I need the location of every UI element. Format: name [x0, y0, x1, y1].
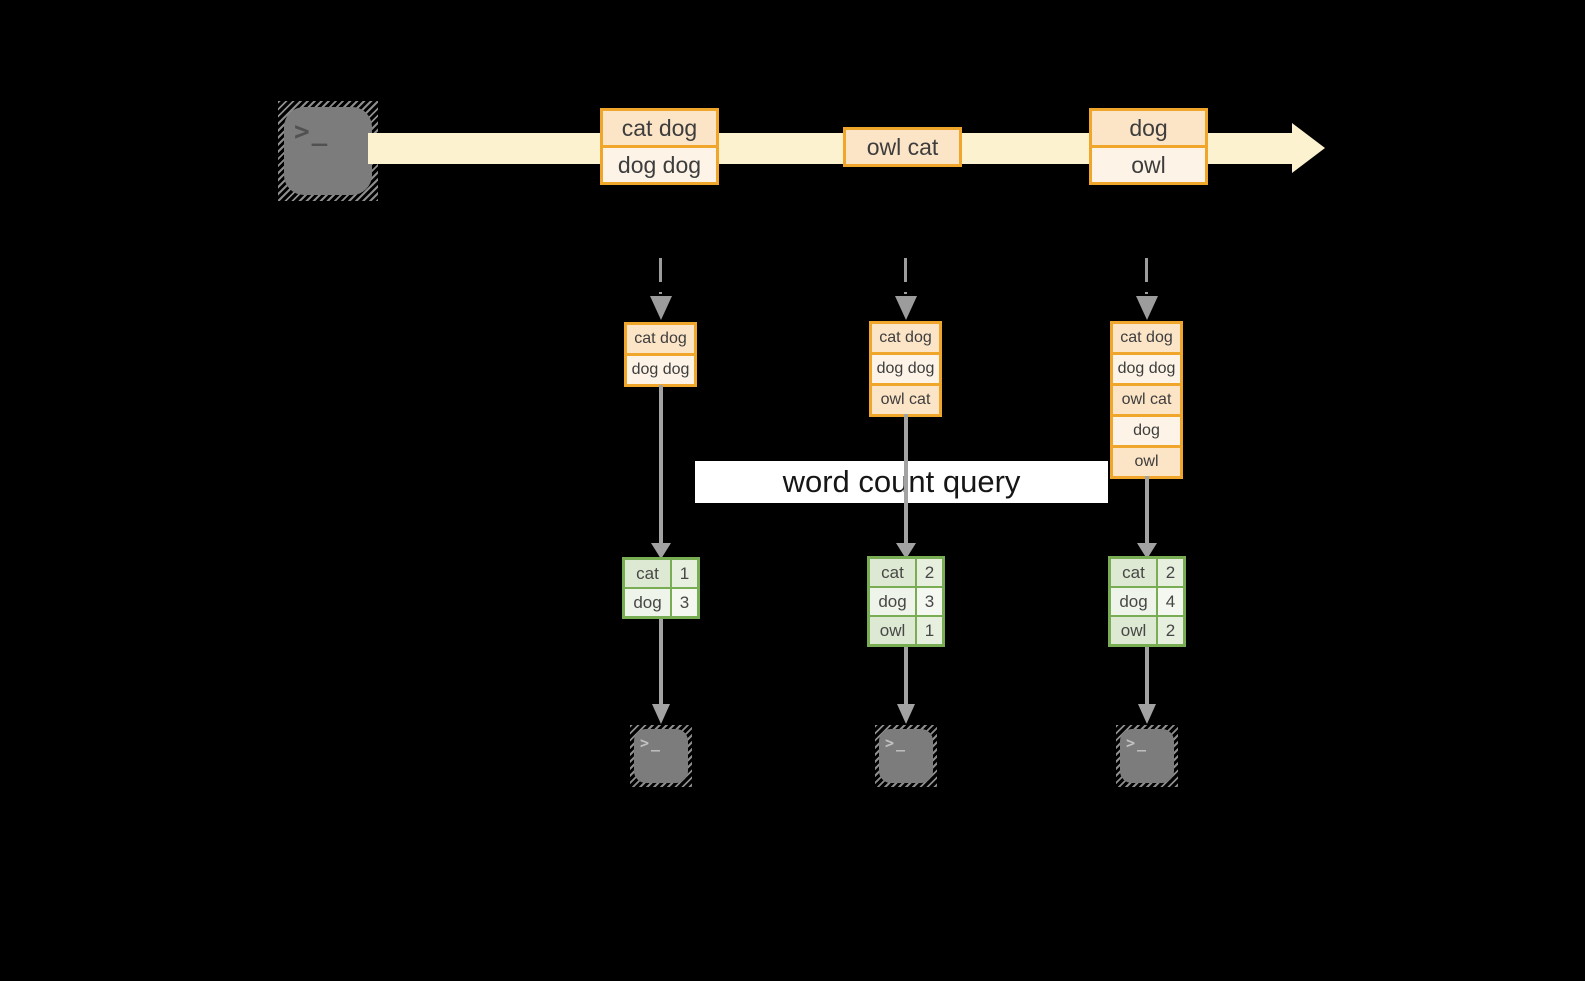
dashed-arrowhead-icon	[895, 296, 917, 320]
query-label-band: word count query	[695, 461, 1108, 503]
word-cell: dog	[625, 589, 670, 616]
table-row: owl 1	[870, 615, 942, 644]
word-count-table: cat 2 dog 4 owl 2	[1108, 556, 1186, 647]
stream-batch-cell: owl	[1092, 145, 1205, 182]
table-row: dog 3	[870, 586, 942, 615]
terminal-sink-icon: >_	[630, 725, 692, 787]
stream-batch-box: owl cat	[843, 127, 962, 167]
accumulated-batch-box: cat dog dog dog	[624, 322, 697, 387]
stream-batch-box: cat dog dog dog	[600, 108, 719, 185]
count-cell: 1	[670, 560, 697, 587]
stream-batch-cell: owl cat	[846, 130, 959, 164]
count-cell: 1	[915, 617, 942, 644]
accumulated-cell: owl	[1113, 445, 1180, 476]
dashed-arrowhead-icon	[650, 296, 672, 320]
word-count-table: cat 2 dog 3 owl 1	[867, 556, 945, 647]
word-cell: owl	[870, 617, 915, 644]
table-row: cat 1	[625, 560, 697, 587]
connector-arrowhead-icon	[651, 543, 671, 559]
connector-arrow	[1145, 476, 1149, 543]
terminal-screen	[879, 729, 933, 783]
connector-arrowhead-icon	[1138, 704, 1156, 724]
word-cell: cat	[625, 560, 670, 587]
stream-arrowhead-icon	[1292, 123, 1325, 173]
connector-arrow	[904, 645, 908, 704]
connector-arrowhead-icon	[896, 543, 916, 559]
stream-batch-cell: cat dog	[603, 111, 716, 145]
terminal-screen	[1120, 729, 1174, 783]
connector-arrow	[1145, 645, 1149, 704]
connector-arrowhead-icon	[652, 704, 670, 724]
terminal-sink-icon: >_	[875, 725, 937, 787]
table-row: owl 2	[1111, 615, 1183, 644]
dashed-arrowhead-icon	[1136, 296, 1158, 320]
word-cell: cat	[1111, 559, 1156, 586]
accumulated-cell: dog dog	[1113, 352, 1180, 383]
count-cell: 2	[915, 559, 942, 586]
accumulated-cell: cat dog	[627, 325, 694, 353]
query-label: word count query	[782, 464, 1021, 499]
connector-arrow	[904, 414, 908, 543]
stream-batch-box: dog owl	[1089, 108, 1208, 185]
accumulated-cell: dog dog	[627, 353, 694, 384]
accumulated-cell: dog	[1113, 414, 1180, 445]
count-cell: 3	[670, 589, 697, 616]
stream-batch-cell: dog dog	[603, 145, 716, 182]
count-cell: 2	[1156, 559, 1183, 586]
dashed-arrow	[1145, 258, 1148, 294]
accumulated-cell: owl cat	[1113, 383, 1180, 414]
word-cell: dog	[1111, 588, 1156, 615]
dashed-arrow	[659, 258, 662, 294]
table-row: dog 3	[625, 587, 697, 616]
accumulated-cell: cat dog	[872, 324, 939, 352]
table-row: cat 2	[1111, 559, 1183, 586]
word-count-table: cat 1 dog 3	[622, 557, 700, 619]
connector-arrow	[659, 385, 663, 543]
stream-batch-cell: dog	[1092, 111, 1205, 145]
count-cell: 3	[915, 588, 942, 615]
connector-arrowhead-icon	[897, 704, 915, 724]
terminal-prompt-icon: >_	[1126, 734, 1149, 752]
table-row: dog 4	[1111, 586, 1183, 615]
count-cell: 2	[1156, 617, 1183, 644]
terminal-source-icon: >_	[278, 101, 378, 201]
word-cell: owl	[1111, 617, 1156, 644]
word-cell: dog	[870, 588, 915, 615]
accumulated-batch-box: cat dog dog dog owl cat	[869, 321, 942, 417]
connector-arrow	[659, 617, 663, 704]
terminal-prompt-icon: >_	[294, 117, 330, 147]
accumulated-cell: owl cat	[872, 383, 939, 414]
table-row: cat 2	[870, 559, 942, 586]
terminal-prompt-icon: >_	[640, 734, 663, 752]
terminal-screen	[634, 729, 688, 783]
connector-arrowhead-icon	[1137, 543, 1157, 559]
accumulated-batch-box: cat dog dog dog owl cat dog owl	[1110, 321, 1183, 479]
dashed-arrow	[904, 258, 907, 294]
accumulated-cell: cat dog	[1113, 324, 1180, 352]
count-cell: 4	[1156, 588, 1183, 615]
terminal-screen	[284, 107, 372, 195]
terminal-prompt-icon: >_	[885, 734, 908, 752]
accumulated-cell: dog dog	[872, 352, 939, 383]
terminal-sink-icon: >_	[1116, 725, 1178, 787]
word-cell: cat	[870, 559, 915, 586]
